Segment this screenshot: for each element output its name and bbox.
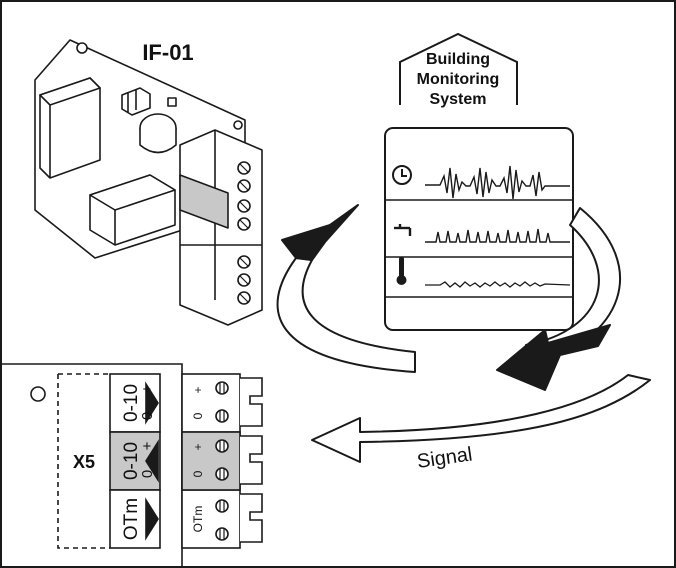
water-tap-icon [394, 224, 412, 236]
group1-rotated-label: 0-10 [121, 384, 142, 422]
led [167, 97, 177, 107]
rotation-arrow-right [496, 207, 621, 391]
clock-signal-trace [425, 165, 570, 200]
x5-connector [1, 363, 263, 568]
thermometer-icon [396, 257, 407, 285]
group1-term-bottom: 0 [191, 412, 205, 419]
group2-term-bottom: 0 [191, 470, 205, 477]
monitor-screen [384, 127, 574, 331]
group2-rotated-label: 0-10 [121, 442, 142, 480]
house-line-2: Monitoring [417, 71, 500, 88]
group3-term: OTm [191, 506, 205, 533]
house-line-3: System [430, 91, 487, 108]
temperature-signal-trace [425, 281, 571, 288]
group2-bottom-sign: 0 [139, 470, 156, 478]
clock-icon [392, 165, 412, 185]
group1-term-top: + [191, 386, 205, 393]
group3-rotated-label: OTm [121, 498, 142, 540]
mount-hole [76, 42, 88, 54]
group2-top-sign-visible: + [139, 441, 156, 450]
group1-bottom-sign: 0 [139, 412, 156, 420]
connector-label: X5 [73, 452, 95, 472]
group1-top-sign: + [139, 384, 156, 393]
rotation-arrow-left [276, 204, 416, 373]
highlighted-terminal-row [179, 174, 229, 229]
water-signal-trace [425, 228, 570, 243]
module-label: IF-01 [142, 40, 193, 65]
signal-arrow [311, 374, 651, 463]
building-house: Building Monitoring System [399, 32, 518, 108]
signal-label: Signal [416, 443, 474, 473]
house-line-1: Building [426, 51, 490, 68]
mount-hole [233, 120, 243, 130]
if01-board [34, 39, 263, 326]
group2-term-top: + [191, 443, 205, 450]
